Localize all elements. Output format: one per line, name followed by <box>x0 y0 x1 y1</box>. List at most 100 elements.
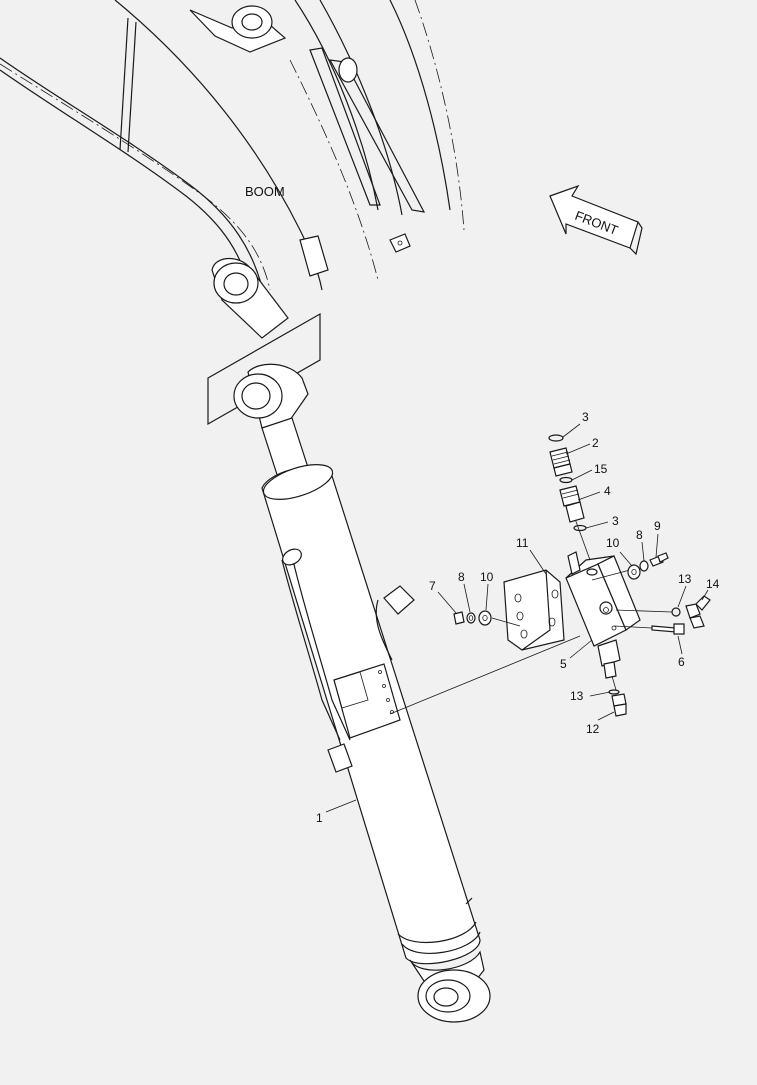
callout-10-left: 10 <box>480 570 494 584</box>
boom-block <box>299 235 329 277</box>
bolt-6 <box>613 623 685 635</box>
callout-15: 15 <box>594 462 608 476</box>
barrel-end-ring <box>401 931 481 954</box>
cylinder-mount-plate <box>333 663 401 739</box>
washer-10-right <box>627 564 641 580</box>
elbow-axis <box>615 609 673 613</box>
front-arrow: FRONT <box>549 184 643 256</box>
leader-3-lower <box>585 521 609 529</box>
barrel-end-ring-2 <box>397 921 477 944</box>
right-hardware-axis <box>591 569 631 581</box>
leader-4 <box>577 491 601 501</box>
cylinder-tube-2 <box>291 555 351 741</box>
callout-6: 6 <box>678 655 685 669</box>
valve-axis <box>573 515 591 561</box>
fitting-4-flats <box>561 489 580 499</box>
callout-13-right: 13 <box>678 572 692 586</box>
o-ring-13-right <box>671 607 681 617</box>
callout-2: 2 <box>592 436 599 450</box>
mount-plate-face <box>333 671 369 709</box>
o-ring-15 <box>559 476 573 484</box>
callout-7: 7 <box>429 579 436 593</box>
pin-hole <box>241 13 263 31</box>
leader-10-left <box>485 583 489 611</box>
callout-5: 5 <box>560 657 567 671</box>
leader-13-bottom <box>589 691 611 697</box>
elbow-14-nut <box>689 615 705 629</box>
valve-port <box>599 601 613 615</box>
lower-pin-hole <box>223 272 249 296</box>
elbow-14-branch <box>695 595 711 611</box>
boom-lower-edge-inner <box>0 69 253 301</box>
leader-11 <box>529 549 547 575</box>
right-hardware <box>591 552 669 581</box>
left-hardware-axis <box>491 617 521 627</box>
bolt-6-head <box>673 623 685 635</box>
washer-8-right <box>639 560 649 572</box>
bracket-hole <box>551 589 559 599</box>
callout-4: 4 <box>604 484 611 498</box>
front-arrow-depth <box>629 221 643 256</box>
upper-fittings <box>548 434 587 532</box>
nut-7 <box>453 611 465 625</box>
leader-9 <box>655 533 659 558</box>
bracket-hole <box>516 611 524 621</box>
left-hardware <box>453 610 521 627</box>
leader-7 <box>437 591 457 614</box>
valve-block <box>565 515 641 691</box>
leader-10-right <box>619 551 633 567</box>
boom: BOOM <box>0 0 465 426</box>
bracket-edge <box>521 569 551 651</box>
valve-cartridge <box>597 639 621 667</box>
callout-1: 1 <box>316 811 323 825</box>
brace-plate <box>328 59 426 213</box>
o-ring-3 <box>573 524 587 532</box>
cylinder-tube-1 <box>281 559 341 741</box>
hose-block <box>383 585 415 615</box>
washer-10-right-hole <box>631 569 637 576</box>
callout-11: 11 <box>516 536 529 550</box>
boom-nut-hole <box>397 240 403 246</box>
hydraulic-cylinder <box>233 363 581 1023</box>
callout-12: 12 <box>586 722 600 736</box>
assembly-line <box>389 635 581 715</box>
brace <box>127 21 137 153</box>
barrel-mark <box>465 897 473 905</box>
leader-15 <box>571 469 593 481</box>
leader-1 <box>325 799 357 813</box>
leader-5 <box>569 639 593 659</box>
bolt-9-tip <box>657 552 669 563</box>
valve-axis-bottom <box>611 675 617 691</box>
leader-14 <box>701 589 709 601</box>
mount-hole <box>386 698 390 702</box>
callout-3-lower: 3 <box>612 514 619 528</box>
callouts: 1 2 3 15 4 3 9 8 10 11 7 8 10 <box>316 410 720 825</box>
boom-plate-line-3 <box>389 0 451 211</box>
washer-10-hole <box>482 615 488 622</box>
elbow-fitting <box>615 595 711 629</box>
barrel-top-cap <box>262 464 334 500</box>
brace-plate <box>309 47 381 206</box>
bracket-hole <box>548 617 556 627</box>
leader-8-right <box>641 541 645 562</box>
boom-plate-line-2 <box>319 0 403 216</box>
callout-8-right: 8 <box>636 528 643 542</box>
callout-8-left: 8 <box>458 570 465 584</box>
bolt-6-shank <box>651 625 677 633</box>
leader-13-right <box>677 585 687 608</box>
boom-nut <box>389 233 411 253</box>
valve-top-port <box>586 568 598 576</box>
bolt-6-axis <box>613 625 653 629</box>
leader-6 <box>677 635 683 655</box>
bottom-eye-hole <box>433 987 459 1007</box>
leader-8-left <box>463 583 471 613</box>
mount-hole <box>378 670 382 674</box>
callout-9: 9 <box>654 519 661 533</box>
tube-fitting <box>327 743 353 773</box>
boom-centerline <box>0 63 271 291</box>
o-ring-13-bottom <box>608 689 620 695</box>
lower-fitting <box>608 689 627 717</box>
washer-8-hole <box>468 615 474 621</box>
